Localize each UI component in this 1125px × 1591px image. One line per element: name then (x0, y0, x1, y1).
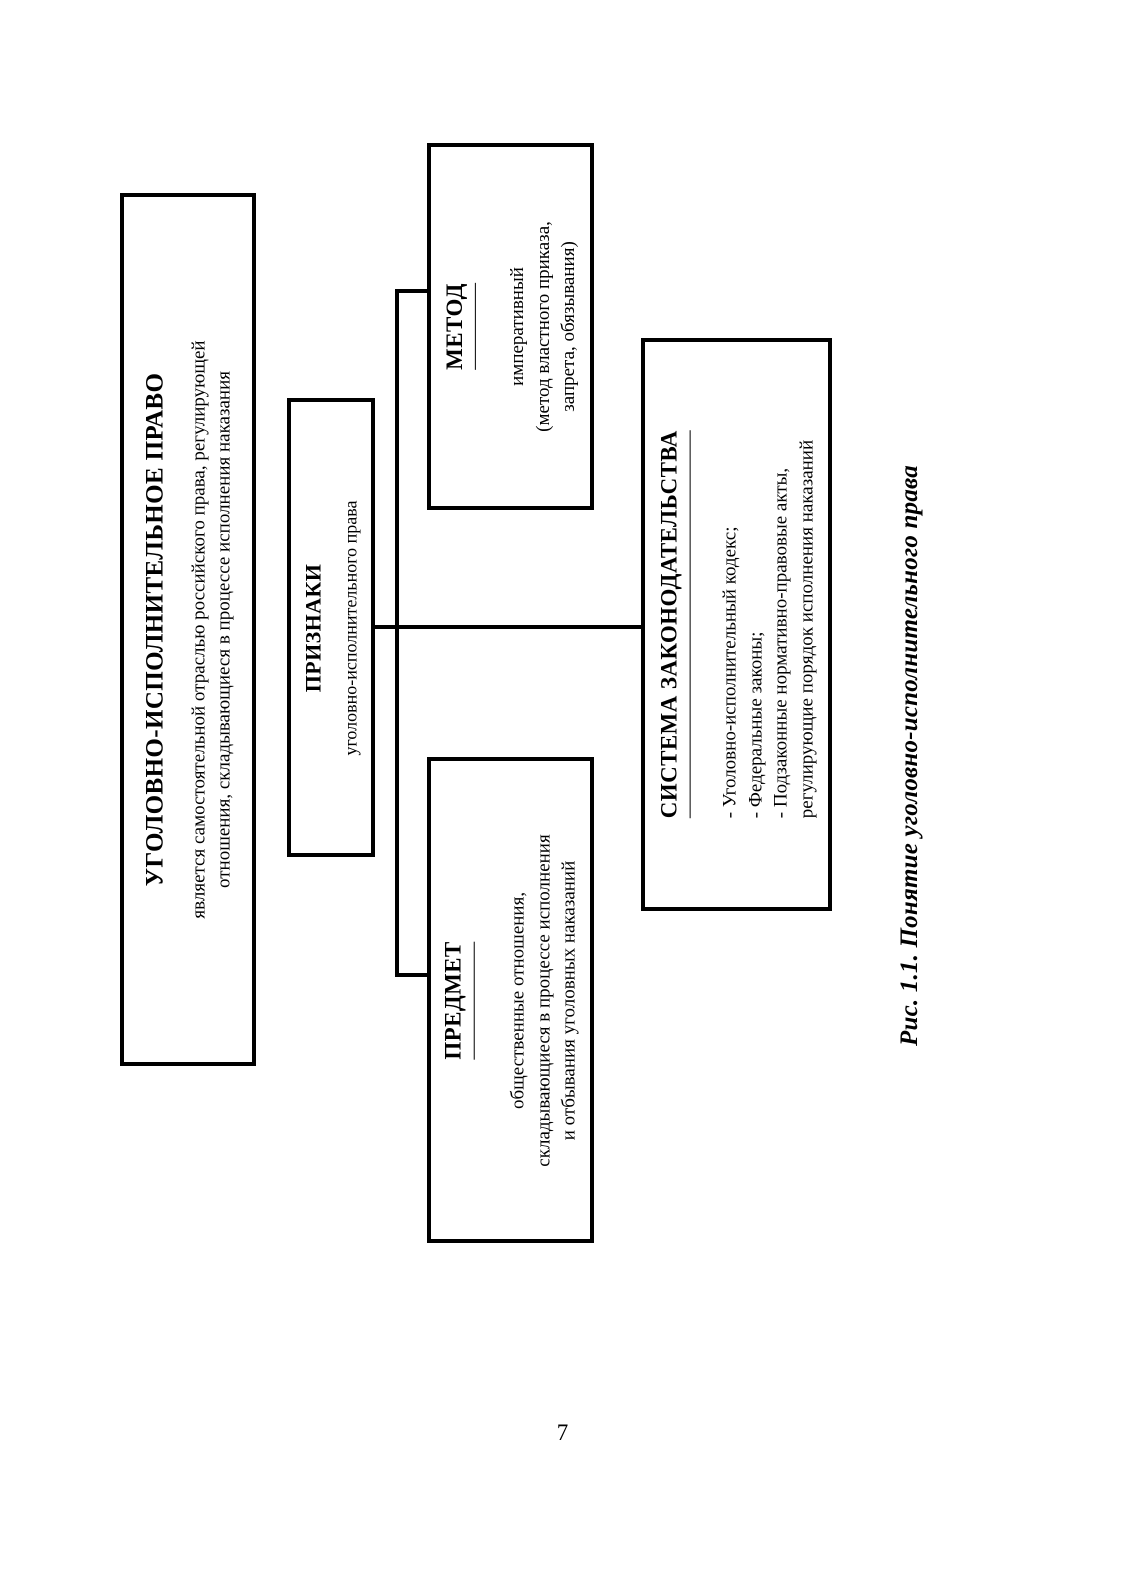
node-legislation-system: СИСТЕМА ЗАКОНОДАТЕЛЬСТВА - Уголовно-испо… (641, 338, 832, 911)
node-root-content: УГОЛОВНО-ИСПОЛНИТЕЛЬНОЕ ПРАВО является с… (138, 340, 237, 918)
connector-hub-to-system (375, 625, 643, 629)
node-subject-body-line: общественные отношения, (508, 891, 530, 1109)
legislation-item: - Уголовно-исполнительный кодекс; (719, 526, 741, 819)
connector-trunk-to-method (395, 289, 429, 293)
node-hub-body-line: уголовно-исполнительного права (340, 499, 361, 756)
page-number: 7 (556, 1420, 569, 1445)
node-method-body-line: императивный (507, 267, 529, 386)
node-root-body-line: является самостоятельной отраслью россий… (188, 340, 210, 919)
node-root: УГОЛОВНО-ИСПОЛНИТЕЛЬНОЕ ПРАВО является с… (120, 193, 256, 1066)
node-legislation-system-title: СИСТЕМА ЗАКОНОДАТЕЛЬСТВА (653, 430, 691, 819)
node-subject-title: ПРЕДМЕТ (438, 940, 476, 1060)
node-subject-title-wrap: ПРЕДМЕТ (438, 834, 482, 1166)
node-method-body-line: (метод властного приказа, (532, 221, 554, 432)
node-method-body: императивный (метод властного приказа, з… (505, 221, 582, 432)
node-subject: ПРЕДМЕТ общественные отношения, складыва… (427, 757, 594, 1243)
node-method: МЕТОД императивный (метод властного прик… (427, 143, 594, 510)
node-subject-body-line: и отбывания уголовных наказаний (559, 860, 581, 1140)
node-legislation-system-body: - Уголовно-исполнительный кодекс; - Феде… (717, 431, 820, 819)
connector-trunk (395, 289, 399, 977)
node-root-body-line: отношения, складывающиеся в процессе исп… (213, 371, 235, 889)
legislation-item: регулирующие порядок исполнения наказани… (796, 440, 818, 819)
node-hub-title: ПРИЗНАКИ (301, 563, 327, 692)
figure-caption: Рис. 1.1. Понятие уголовно-исполнительно… (896, 465, 923, 1046)
connector-trunk-to-subject (395, 973, 429, 977)
legislation-item: - Подзаконные нормативно-правовые акты, (770, 468, 792, 819)
node-subject-body-line: складывающиеся в процессе исполнения (533, 833, 555, 1167)
node-hub-content: ПРИЗНАКИ уголовно-исполнительного права (299, 500, 363, 755)
node-method-title: МЕТОД (439, 283, 477, 370)
node-method-title-wrap: МЕТОД (439, 221, 483, 432)
node-hub-body: уголовно-исполнительного права (339, 500, 363, 755)
node-subject-content: ПРЕДМЕТ общественные отношения, складыва… (438, 834, 583, 1166)
node-method-content: МЕТОД императивный (метод властного прик… (439, 221, 582, 432)
legislation-item: - Федеральные законы; (744, 631, 766, 819)
node-subject-body: общественные отношения, складывающиеся в… (506, 834, 583, 1166)
node-method-body-line: запрета, обязывания) (558, 241, 580, 412)
node-legislation-system-title-wrap: СИСТЕМА ЗАКОНОДАТЕЛЬСТВА (653, 430, 697, 819)
node-hub: ПРИЗНАКИ уголовно-исполнительного права (287, 398, 375, 857)
node-root-title: УГОЛОВНО-ИСПОЛНИТЕЛЬНОЕ ПРАВО (141, 372, 169, 887)
node-root-body: является самостоятельной отраслью россий… (186, 340, 237, 918)
node-legislation-system-content: СИСТЕМА ЗАКОНОДАТЕЛЬСТВА - Уголовно-испо… (653, 430, 820, 819)
